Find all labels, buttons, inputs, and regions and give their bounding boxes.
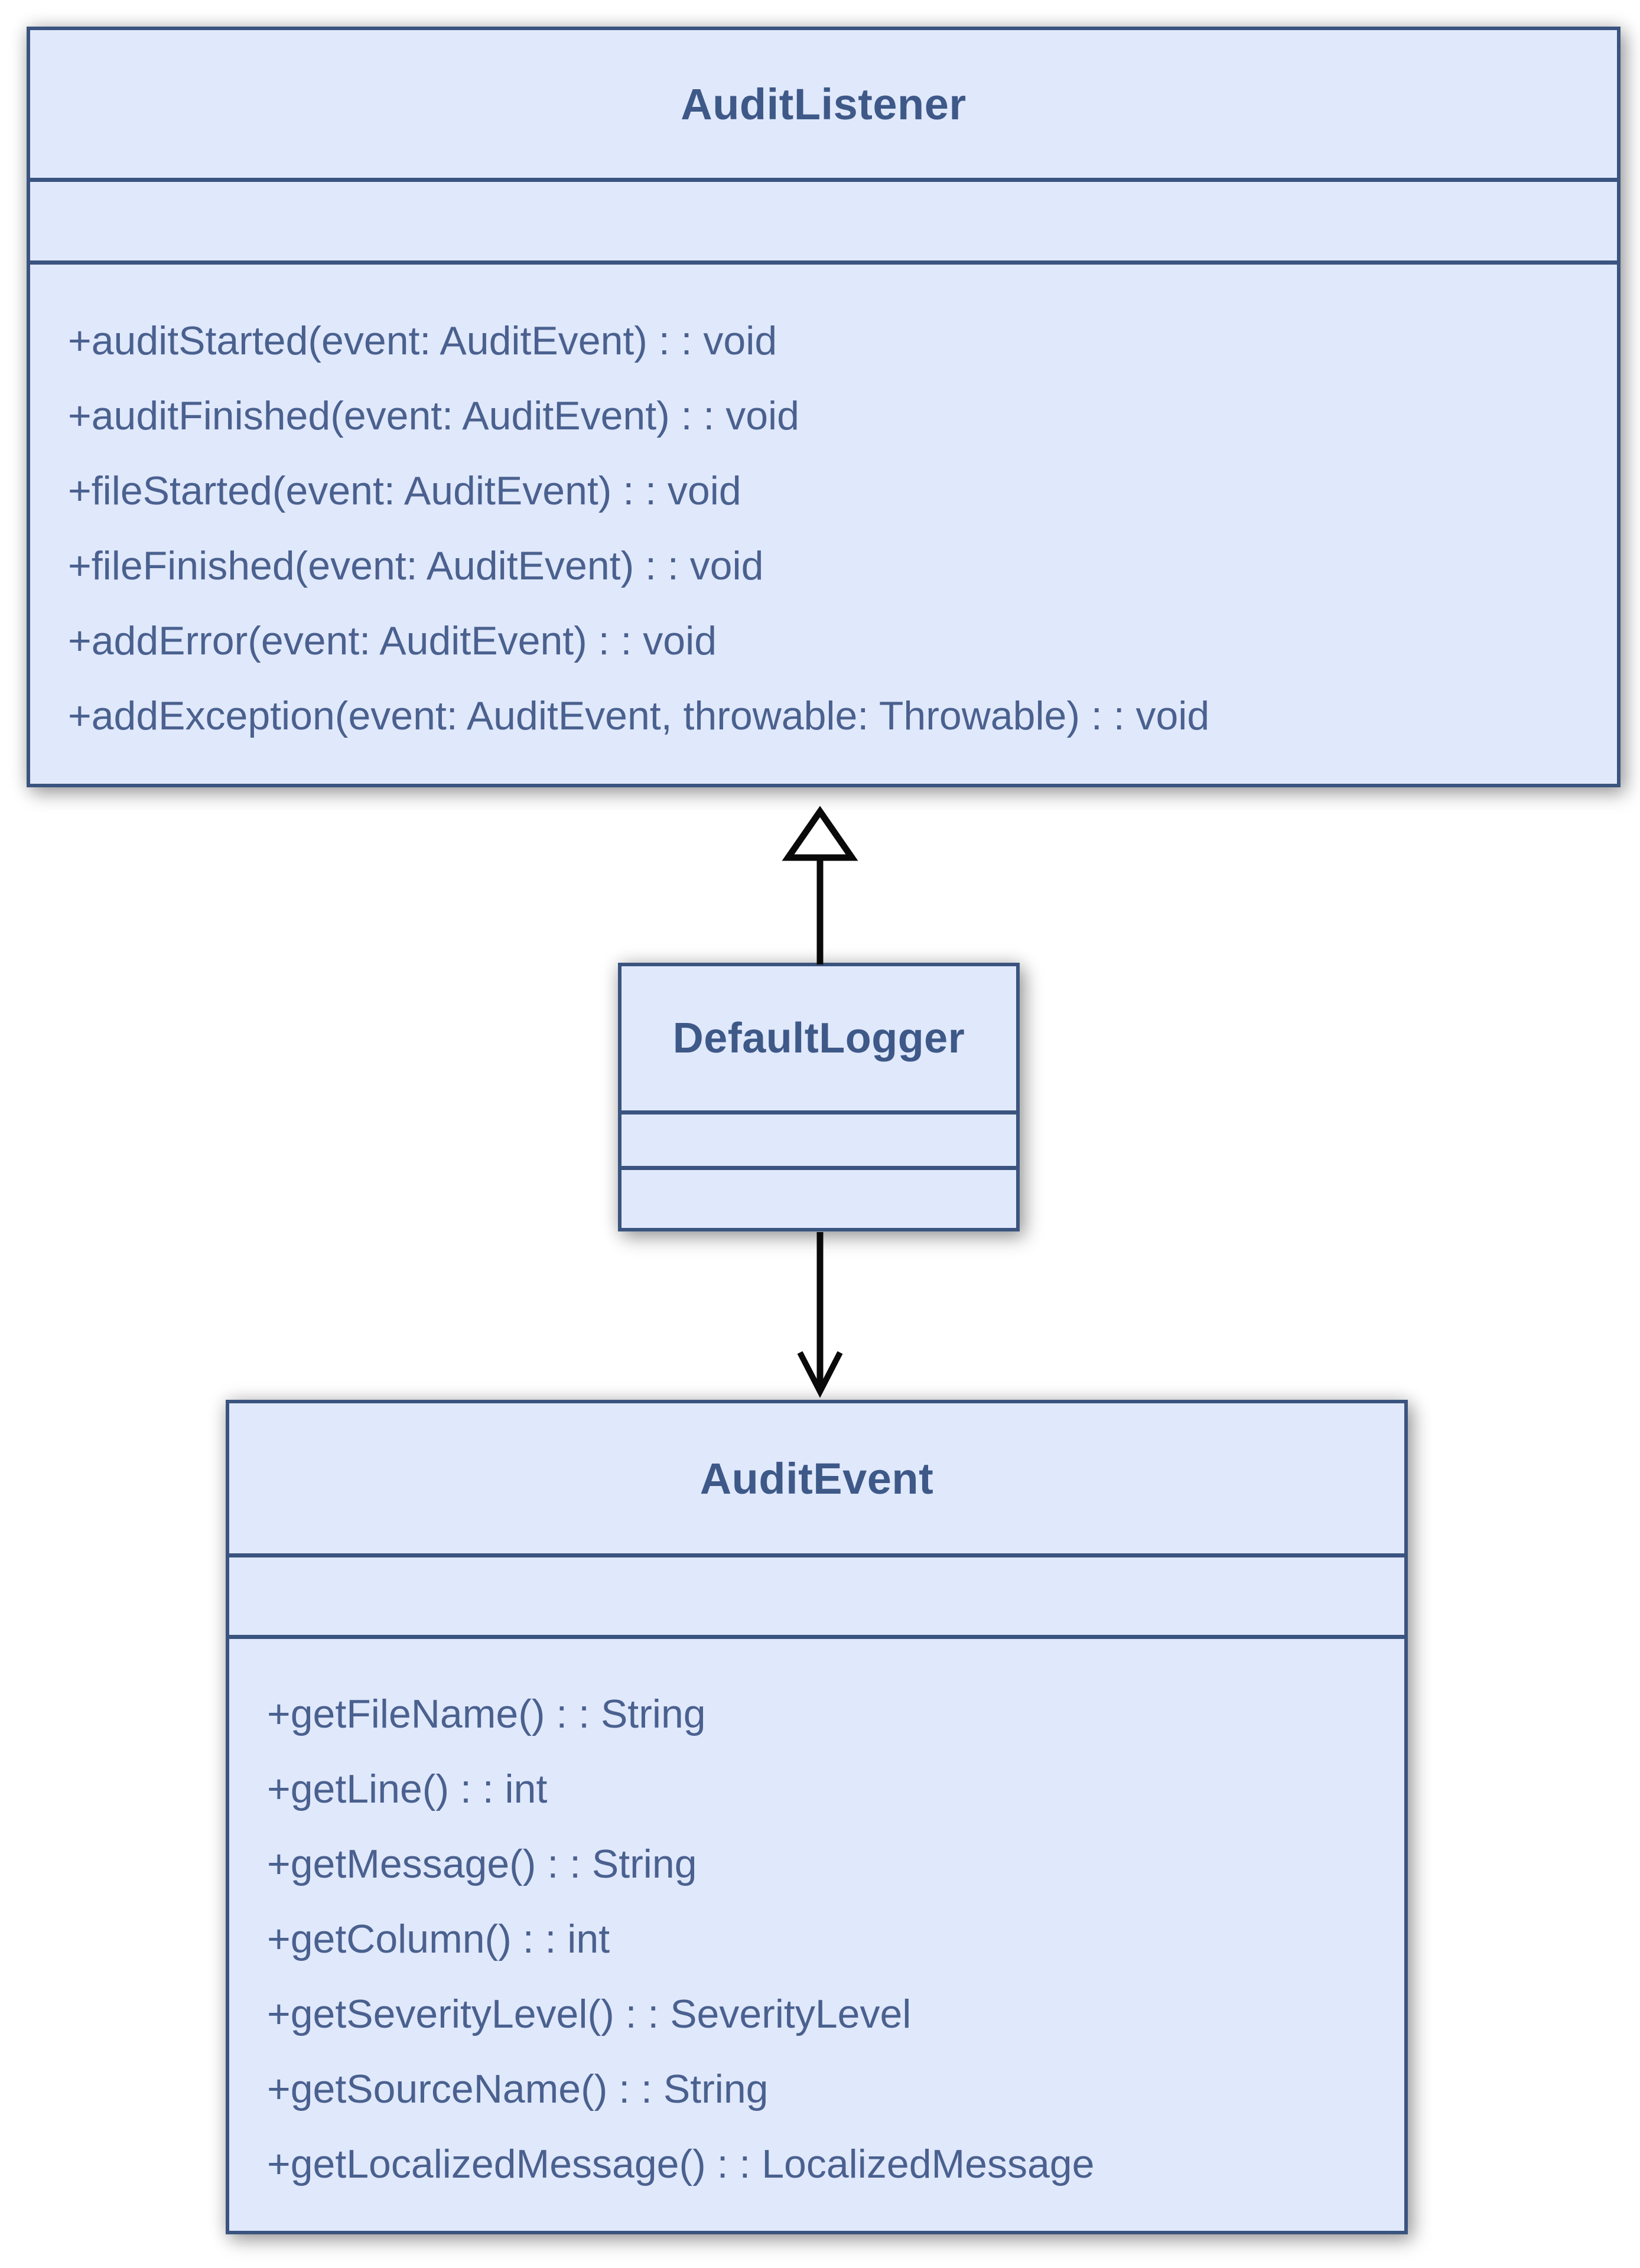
attributes-compartment-defaultlogger <box>621 1115 1016 1170</box>
method-item: +getSeverityLevel() : : SeverityLevel <box>267 1992 912 2036</box>
method-item: +getLine() : : int <box>267 1767 548 1811</box>
method-item: +getColumn() : : int <box>267 1917 610 1961</box>
attributes-compartment-auditlistener <box>30 182 1617 265</box>
method-item: +fileFinished(event: AuditEvent) : : voi… <box>68 543 764 588</box>
attributes-compartment-auditevent <box>229 1557 1404 1639</box>
association-arrow-defaultlogger-to-auditevent <box>797 1232 843 1398</box>
class-box-defaultlogger[interactable]: DefaultLogger <box>618 963 1020 1231</box>
method-item: +getMessage() : : String <box>267 1842 697 1886</box>
method-item: +fileStarted(event: AuditEvent) : : void <box>68 468 741 513</box>
method-item: +auditStarted(event: AuditEvent) : : voi… <box>68 318 777 363</box>
class-box-auditlistener[interactable]: AuditListener +auditStarted(event: Audit… <box>27 27 1621 787</box>
method-item: +auditFinished(event: AuditEvent) : : vo… <box>68 393 799 438</box>
hollow-triangle-arrowhead-icon <box>782 806 858 861</box>
class-title-defaultlogger: DefaultLogger <box>621 966 1016 1115</box>
realization-arrow-defaultlogger-to-auditlistener <box>782 806 858 964</box>
class-box-auditevent[interactable]: AuditEvent +getFileName() : : String+get… <box>226 1400 1408 2234</box>
method-item: +getFileName() : : String <box>267 1692 706 1736</box>
class-title-auditevent: AuditEvent <box>229 1403 1404 1557</box>
method-item: +addException(event: AuditEvent, throwab… <box>68 693 1210 738</box>
methods-compartment-auditevent: +getFileName() : : String +getLine() : : … <box>229 1639 1404 2231</box>
open-v-arrowhead-icon <box>797 1351 843 1398</box>
methods-compartment-auditlistener: +auditStarted(event: AuditEvent) : : voi… <box>30 265 1617 784</box>
method-item: +addError(event: AuditEvent) : : void <box>68 618 717 663</box>
method-item: +getLocalizedMessage() : : LocalizedMess… <box>267 2142 1095 2186</box>
methods-compartment-defaultlogger <box>621 1170 1016 1228</box>
method-item: +getSourceName() : : String <box>267 2067 769 2111</box>
class-title-auditlistener: AuditListener <box>30 30 1617 182</box>
